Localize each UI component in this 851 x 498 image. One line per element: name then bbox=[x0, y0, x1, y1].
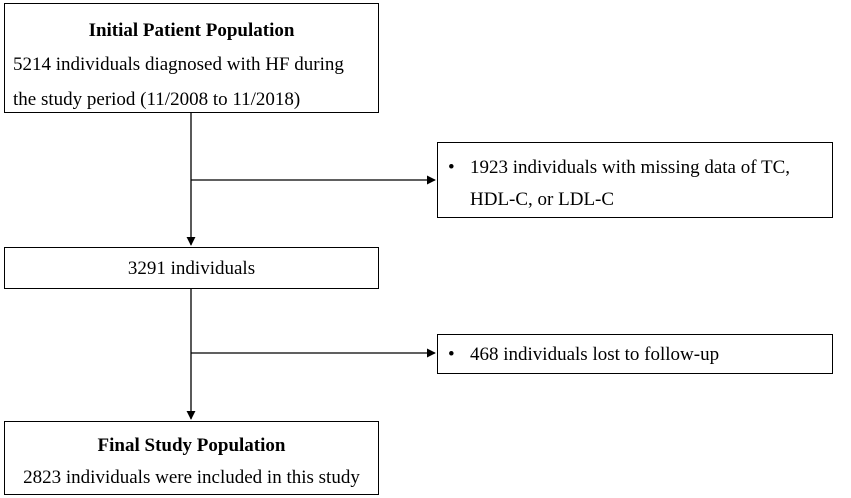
initial-population-title: Initial Patient Population bbox=[88, 20, 295, 41]
final-population-title: Final Study Population bbox=[97, 435, 286, 456]
exclusion-box-missing-data: • 1923 individuals with missing data of … bbox=[437, 142, 833, 218]
intermediate-population-box: 3291 individuals bbox=[4, 247, 379, 289]
intermediate-population-count: 3291 individuals bbox=[127, 258, 256, 279]
bullet-icon: • bbox=[448, 344, 455, 365]
exclusion-missing-data-line-2: HDL-C, or LDL-C bbox=[470, 189, 615, 210]
exclusion-box-lost-follow-up: • 468 individuals lost to follow-up bbox=[437, 334, 833, 374]
exclusion-lost-follow-up-text: 468 individuals lost to follow-up bbox=[470, 344, 720, 365]
initial-population-line-1: 5214 individuals diagnosed with HF durin… bbox=[13, 54, 344, 75]
final-population-line-1: 2823 individuals were included in this s… bbox=[23, 467, 360, 488]
initial-population-line-2: the study period (11/2008 to 11/2018) bbox=[13, 89, 301, 110]
initial-population-box: Initial Patient Population 5214 individu… bbox=[4, 3, 379, 113]
final-population-box: Final Study Population 2823 individuals … bbox=[4, 421, 379, 495]
bullet-icon: • bbox=[448, 157, 455, 178]
exclusion-missing-data-line-1: 1923 individuals with missing data of TC… bbox=[470, 157, 791, 178]
